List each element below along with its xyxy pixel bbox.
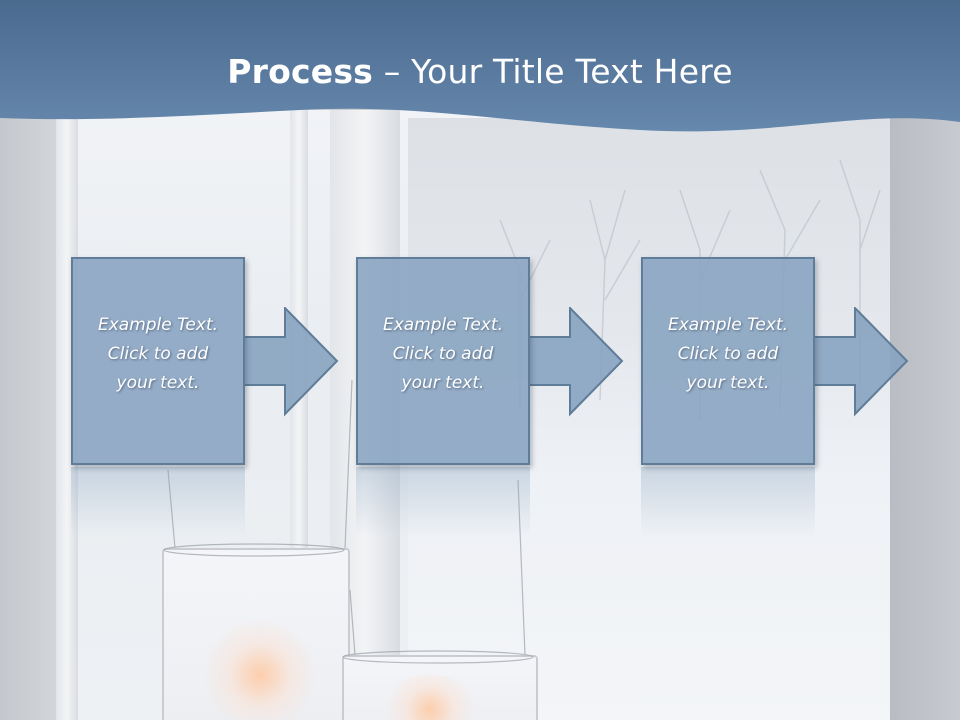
arrow-right-icon	[528, 307, 624, 417]
header-wave	[0, 0, 960, 132]
process-step-2[interactable]: Example Text. Click to add your text.	[356, 257, 530, 465]
header-band: Process – Your Title Text Here	[0, 0, 960, 140]
arrow-right-icon	[243, 307, 339, 417]
step-2-text[interactable]: Example Text. Click to add your text.	[382, 315, 504, 393]
step-3-text[interactable]: Example Text. Click to add your text.	[667, 315, 789, 393]
arrow-right-icon	[813, 307, 909, 417]
background-candle-glow	[205, 620, 315, 720]
process-step-1[interactable]: Example Text. Click to add your text.	[71, 257, 245, 465]
background-wall-left	[0, 0, 56, 720]
page-title: Process – Your Title Text Here	[0, 52, 960, 91]
step-reflection	[356, 467, 530, 537]
title-bold: Process	[227, 52, 374, 91]
step-reflection	[71, 467, 245, 537]
step-1-text[interactable]: Example Text. Click to add your text.	[97, 315, 219, 393]
title-rest: – Your Title Text Here	[373, 52, 733, 91]
process-step-3[interactable]: Example Text. Click to add your text.	[641, 257, 815, 465]
step-reflection	[641, 467, 815, 537]
